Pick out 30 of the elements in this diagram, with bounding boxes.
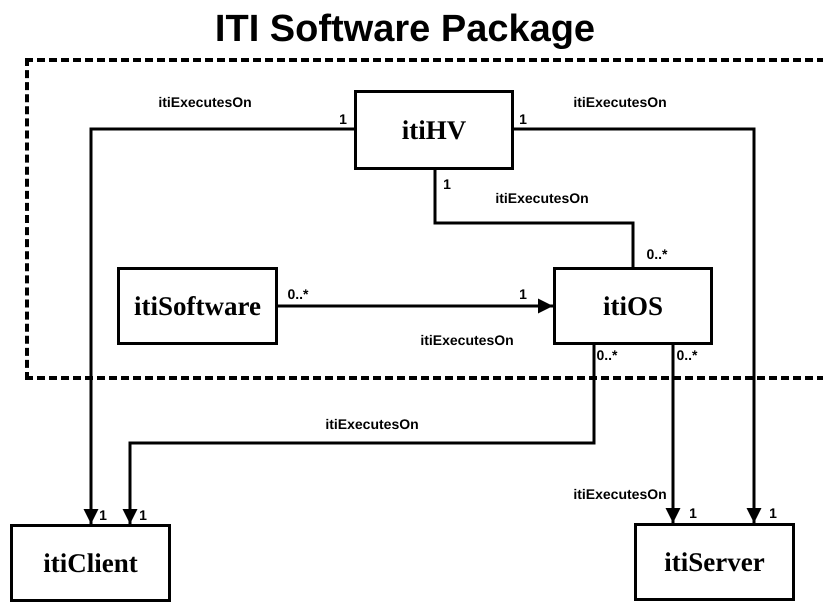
edge-label: itiExecutesOn: [325, 416, 419, 432]
arrow: [278, 298, 553, 314]
edge-label: itiExecutesOn: [573, 94, 667, 110]
arrow: [514, 128, 762, 523]
class-box: itiHV: [354, 90, 514, 170]
connector-line: [434, 170, 634, 267]
multiplicity-label: 1: [139, 507, 147, 523]
multiplicity-label: 1: [443, 176, 451, 192]
edge-label: itiExecutesOn: [420, 332, 514, 348]
multiplicity-label: 1: [99, 507, 107, 523]
multiplicity-label: 1: [769, 505, 777, 521]
class-box: itiClient: [10, 524, 171, 602]
class-box: itiServer: [634, 523, 795, 601]
arrow: [666, 345, 680, 523]
multiplicity-label: 1: [519, 111, 527, 127]
multiplicity-label: 1: [519, 286, 527, 302]
class-box: itiSoftware: [117, 267, 278, 345]
package-title: ITI Software Package: [214, 7, 596, 52]
arrow: [122, 345, 596, 524]
arrow: [84, 128, 354, 524]
multiplicity-label: 0..*: [646, 246, 668, 262]
multiplicity-label: 0..*: [676, 347, 698, 363]
multiplicity-label: 1: [689, 505, 697, 521]
multiplicity-label: 0..*: [288, 286, 308, 302]
multiplicity-label: 1: [339, 111, 347, 127]
edge-label: itiExecutesOn: [573, 486, 667, 502]
edge-label: itiExecutesOn: [495, 190, 589, 206]
class-box: itiOS: [553, 267, 713, 345]
edge-label: itiExecutesOn: [158, 94, 252, 110]
multiplicity-label: 0..*: [596, 347, 618, 363]
